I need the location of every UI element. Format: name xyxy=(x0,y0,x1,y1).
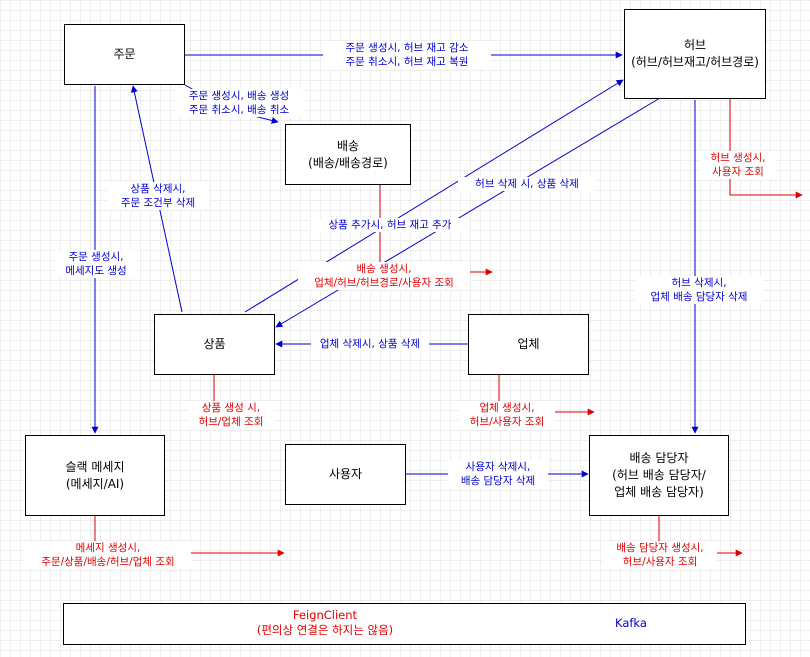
node-delivery: 배송 (배송/배송경로) xyxy=(285,124,411,185)
node-order: 주문 xyxy=(64,24,185,85)
legend-kafka-label: Kafka xyxy=(615,616,647,630)
label-order-slack: 주문 생성시, 메세지도 생성 xyxy=(55,250,137,278)
label-hub-query: 허브 생성시, 사용자 조회 xyxy=(700,151,776,179)
label-product-hub: 상품 추가시, 허브 재고 추가 xyxy=(311,218,469,232)
label-order-delivery: 주문 생성시, 배송 생성 주문 취소시, 배송 취소 xyxy=(175,89,303,117)
node-hub: 허브 (허브/허브재고/허브경로) xyxy=(624,9,766,99)
label-company-product: 업체 삭제시, 상품 삭제 xyxy=(311,337,429,351)
label-product-query: 상품 생성 시, 허브/업체 조회 xyxy=(188,401,274,429)
node-company: 업체 xyxy=(468,314,589,375)
node-product: 상품 xyxy=(154,314,275,375)
label-manager-query: 배송 담당자 생성시, 허브/사용자 조회 xyxy=(603,541,717,569)
label-company-query: 업체 생성시, 허브/사용자 조회 xyxy=(459,401,555,429)
node-slack-message: 슬랙 메세지 (메세지/AI) xyxy=(25,435,165,516)
label-delivery-query: 배송 생성시, 업체/허브/허브경로/사용자 조회 xyxy=(298,262,470,290)
node-user: 사용자 xyxy=(285,444,406,505)
legend-feign-label: FeignClient (편의상 연결은 하지는 않음) xyxy=(256,608,394,637)
label-product-order: 상품 삭제시, 주문 조건부 삭제 xyxy=(107,182,209,210)
edge-hub-query xyxy=(729,98,803,199)
legend-box xyxy=(63,603,746,645)
label-order-hub: 주문 생성시, 허브 재고 감소 주문 취소시, 허브 재고 복원 xyxy=(323,41,491,69)
label-slack-query: 메세지 생성시, 주문/상품/배송/허브/업체 조회 xyxy=(25,541,191,569)
label-hub-product: 허브 삭제 시, 상품 삭제 xyxy=(458,177,596,191)
label-hub-manager: 허브 삭제시, 업체 배송 담당자 삭제 xyxy=(635,276,763,304)
label-user-manager: 사용자 삭제시, 배송 담당자 삭제 xyxy=(448,460,548,488)
node-delivery-manager: 배송 담당자 (허브 배송 담당자/ 업체 배송 담당자) xyxy=(589,435,729,516)
